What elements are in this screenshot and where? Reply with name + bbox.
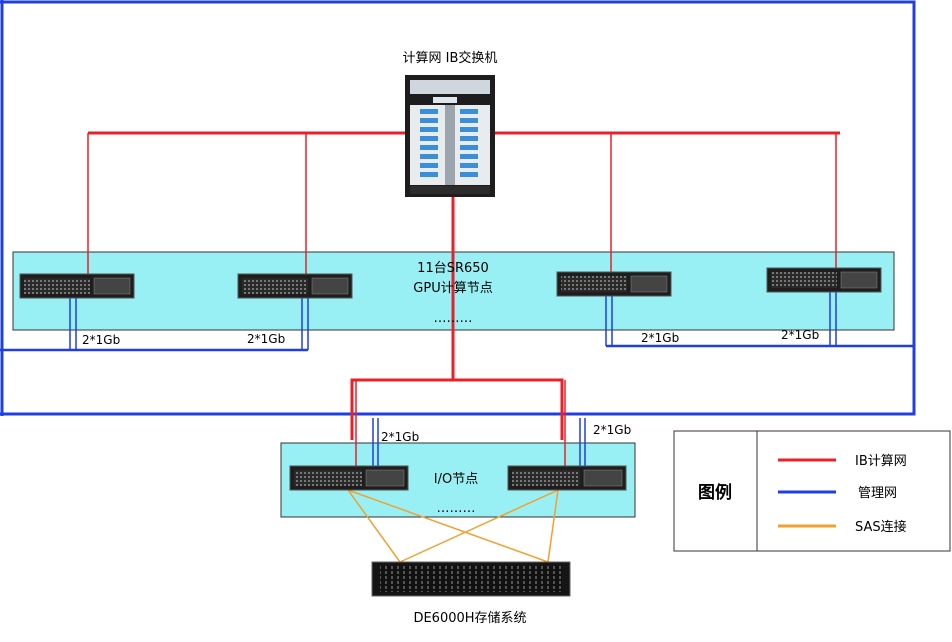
ib-switch-icon bbox=[405, 75, 495, 197]
link-label: 2*1Gb bbox=[381, 430, 419, 444]
gpu-server-icon bbox=[556, 271, 672, 297]
link-label: 2*1Gb bbox=[247, 332, 285, 346]
legend-title: 图例 bbox=[698, 482, 732, 503]
io-cluster-ellipsis: ……… bbox=[437, 501, 476, 516]
link-label: 2*1Gb bbox=[82, 333, 120, 347]
legend: 图例 IB计算网 管理网 SAS连接 bbox=[673, 430, 951, 552]
io-server-icon bbox=[507, 465, 627, 491]
legend-item-label: SAS连接 bbox=[855, 519, 907, 535]
management-network-frame bbox=[0, 0, 916, 416]
legend-item-label: 管理网 bbox=[858, 486, 897, 501]
gpu-cluster-title: 11台SR650 bbox=[417, 261, 489, 276]
ib-drops bbox=[87, 133, 837, 466]
link-label: 2*1Gb bbox=[781, 328, 819, 342]
io-cluster-title: I/O节点 bbox=[434, 472, 478, 487]
switch-label: 计算网 IB交换机 bbox=[403, 50, 498, 66]
sas-connection-lines bbox=[347, 489, 559, 563]
link-label: 2*1Gb bbox=[641, 331, 679, 345]
storage-label: DE6000H存储系统 bbox=[413, 611, 526, 626]
gpu-server-icon bbox=[237, 273, 353, 299]
link-label: 2*1Gb bbox=[593, 423, 631, 437]
gpu-server-icon bbox=[766, 267, 882, 293]
mgmt-network-trunks bbox=[0, 344, 914, 352]
gpu-cluster-subtitle: GPU计算节点 bbox=[413, 281, 492, 296]
mgmt-network-lines bbox=[69, 292, 837, 466]
gpu-server-icon bbox=[19, 273, 135, 299]
storage-array-icon bbox=[371, 561, 571, 597]
legend-item-label: IB计算网 bbox=[855, 454, 907, 469]
io-server-icon bbox=[289, 465, 409, 491]
gpu-cluster-ellipsis: ……… bbox=[434, 311, 473, 326]
